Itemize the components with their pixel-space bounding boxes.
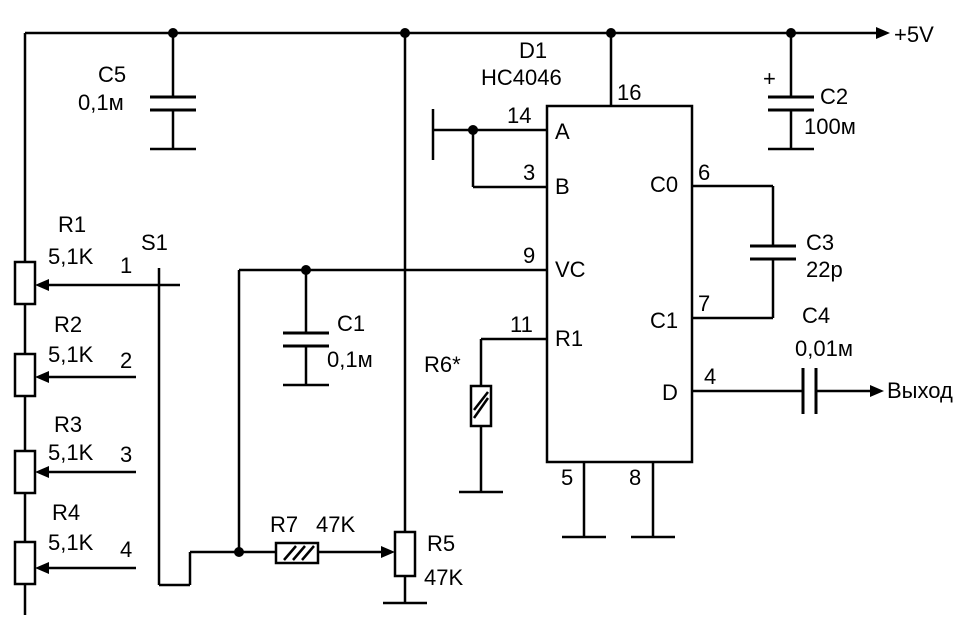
capacitor-c5 <box>150 33 196 151</box>
r5-ref: R5 <box>427 531 455 556</box>
r4-ref: R4 <box>52 500 80 525</box>
c2-value: 100м <box>804 114 856 139</box>
capacitor-c1 <box>283 270 329 387</box>
supply-label: +5V <box>894 22 934 47</box>
capacitor-c2 <box>768 33 814 151</box>
r5-value: 47K <box>424 565 463 590</box>
supply-arrow-icon <box>876 27 890 39</box>
chip-d1 <box>545 104 694 464</box>
c5-value: 0,1м <box>78 90 124 115</box>
pin-label-vc: VC <box>555 257 586 282</box>
pin-label-c0: C0 <box>650 172 678 197</box>
r7-value: 47K <box>316 512 355 537</box>
s1-ref: S1 <box>141 230 168 255</box>
pins-5-8-ground <box>562 462 675 539</box>
switch-pos-3: 3 <box>120 442 132 467</box>
pin-label-b: B <box>555 174 570 199</box>
pin-7: 7 <box>698 291 710 316</box>
switch-pos-4: 4 <box>120 537 132 562</box>
r7-ref: R7 <box>270 512 298 537</box>
c5-ref: C5 <box>98 62 126 87</box>
r3-value: 5,1K <box>48 440 94 465</box>
supply-rail <box>25 27 890 39</box>
r6-ref: R6* <box>424 352 461 377</box>
pin-label-a: A <box>555 119 570 144</box>
switch-pos-1: 1 <box>120 253 132 278</box>
c4-ref: C4 <box>802 303 830 328</box>
divider-chain <box>13 33 136 615</box>
c3-ref: C3 <box>806 230 834 255</box>
r3-ref: R3 <box>54 412 82 437</box>
pin-label-r1: R1 <box>555 326 583 351</box>
c2-polarity: + <box>763 66 776 91</box>
pin-5: 5 <box>561 465 573 490</box>
pins-a-b-ground <box>431 109 547 189</box>
pin-9: 9 <box>523 243 535 268</box>
c2-ref: C2 <box>820 84 848 109</box>
c3-value: 22p <box>806 257 843 282</box>
output-arrow-icon <box>870 385 884 397</box>
capacitor-c3 <box>692 184 796 320</box>
switch-pos-2: 2 <box>120 348 132 373</box>
chip-ref: D1 <box>519 38 547 63</box>
pin-14: 14 <box>507 103 531 128</box>
r1-value: 5,1K <box>48 244 94 269</box>
pin-11: 11 <box>510 312 533 337</box>
output-label: Выход <box>887 378 953 403</box>
r1-ref: R1 <box>58 212 86 237</box>
r2-ref: R2 <box>54 312 82 337</box>
c4-value: 0,01м <box>795 336 853 361</box>
c1-ref: C1 <box>337 311 365 336</box>
pin-label-d: D <box>662 380 678 405</box>
resistor-r7 <box>190 270 395 565</box>
pin-3: 3 <box>523 160 535 185</box>
resistor-r6 <box>459 337 547 494</box>
pin-16: 16 <box>617 80 641 105</box>
chip-part: HC4046 <box>481 65 562 90</box>
r4-value: 5,1K <box>48 530 94 555</box>
pin-label-c1: C1 <box>650 308 678 333</box>
pin-4: 4 <box>704 364 716 389</box>
switch-s1 <box>136 268 192 587</box>
pin-8: 8 <box>629 465 641 490</box>
r2-value: 5,1K <box>48 342 94 367</box>
pin-6: 6 <box>698 160 710 185</box>
resistor-r5 <box>383 33 427 605</box>
capacitor-c4 <box>692 368 884 414</box>
c1-value: 0,1м <box>327 347 373 372</box>
